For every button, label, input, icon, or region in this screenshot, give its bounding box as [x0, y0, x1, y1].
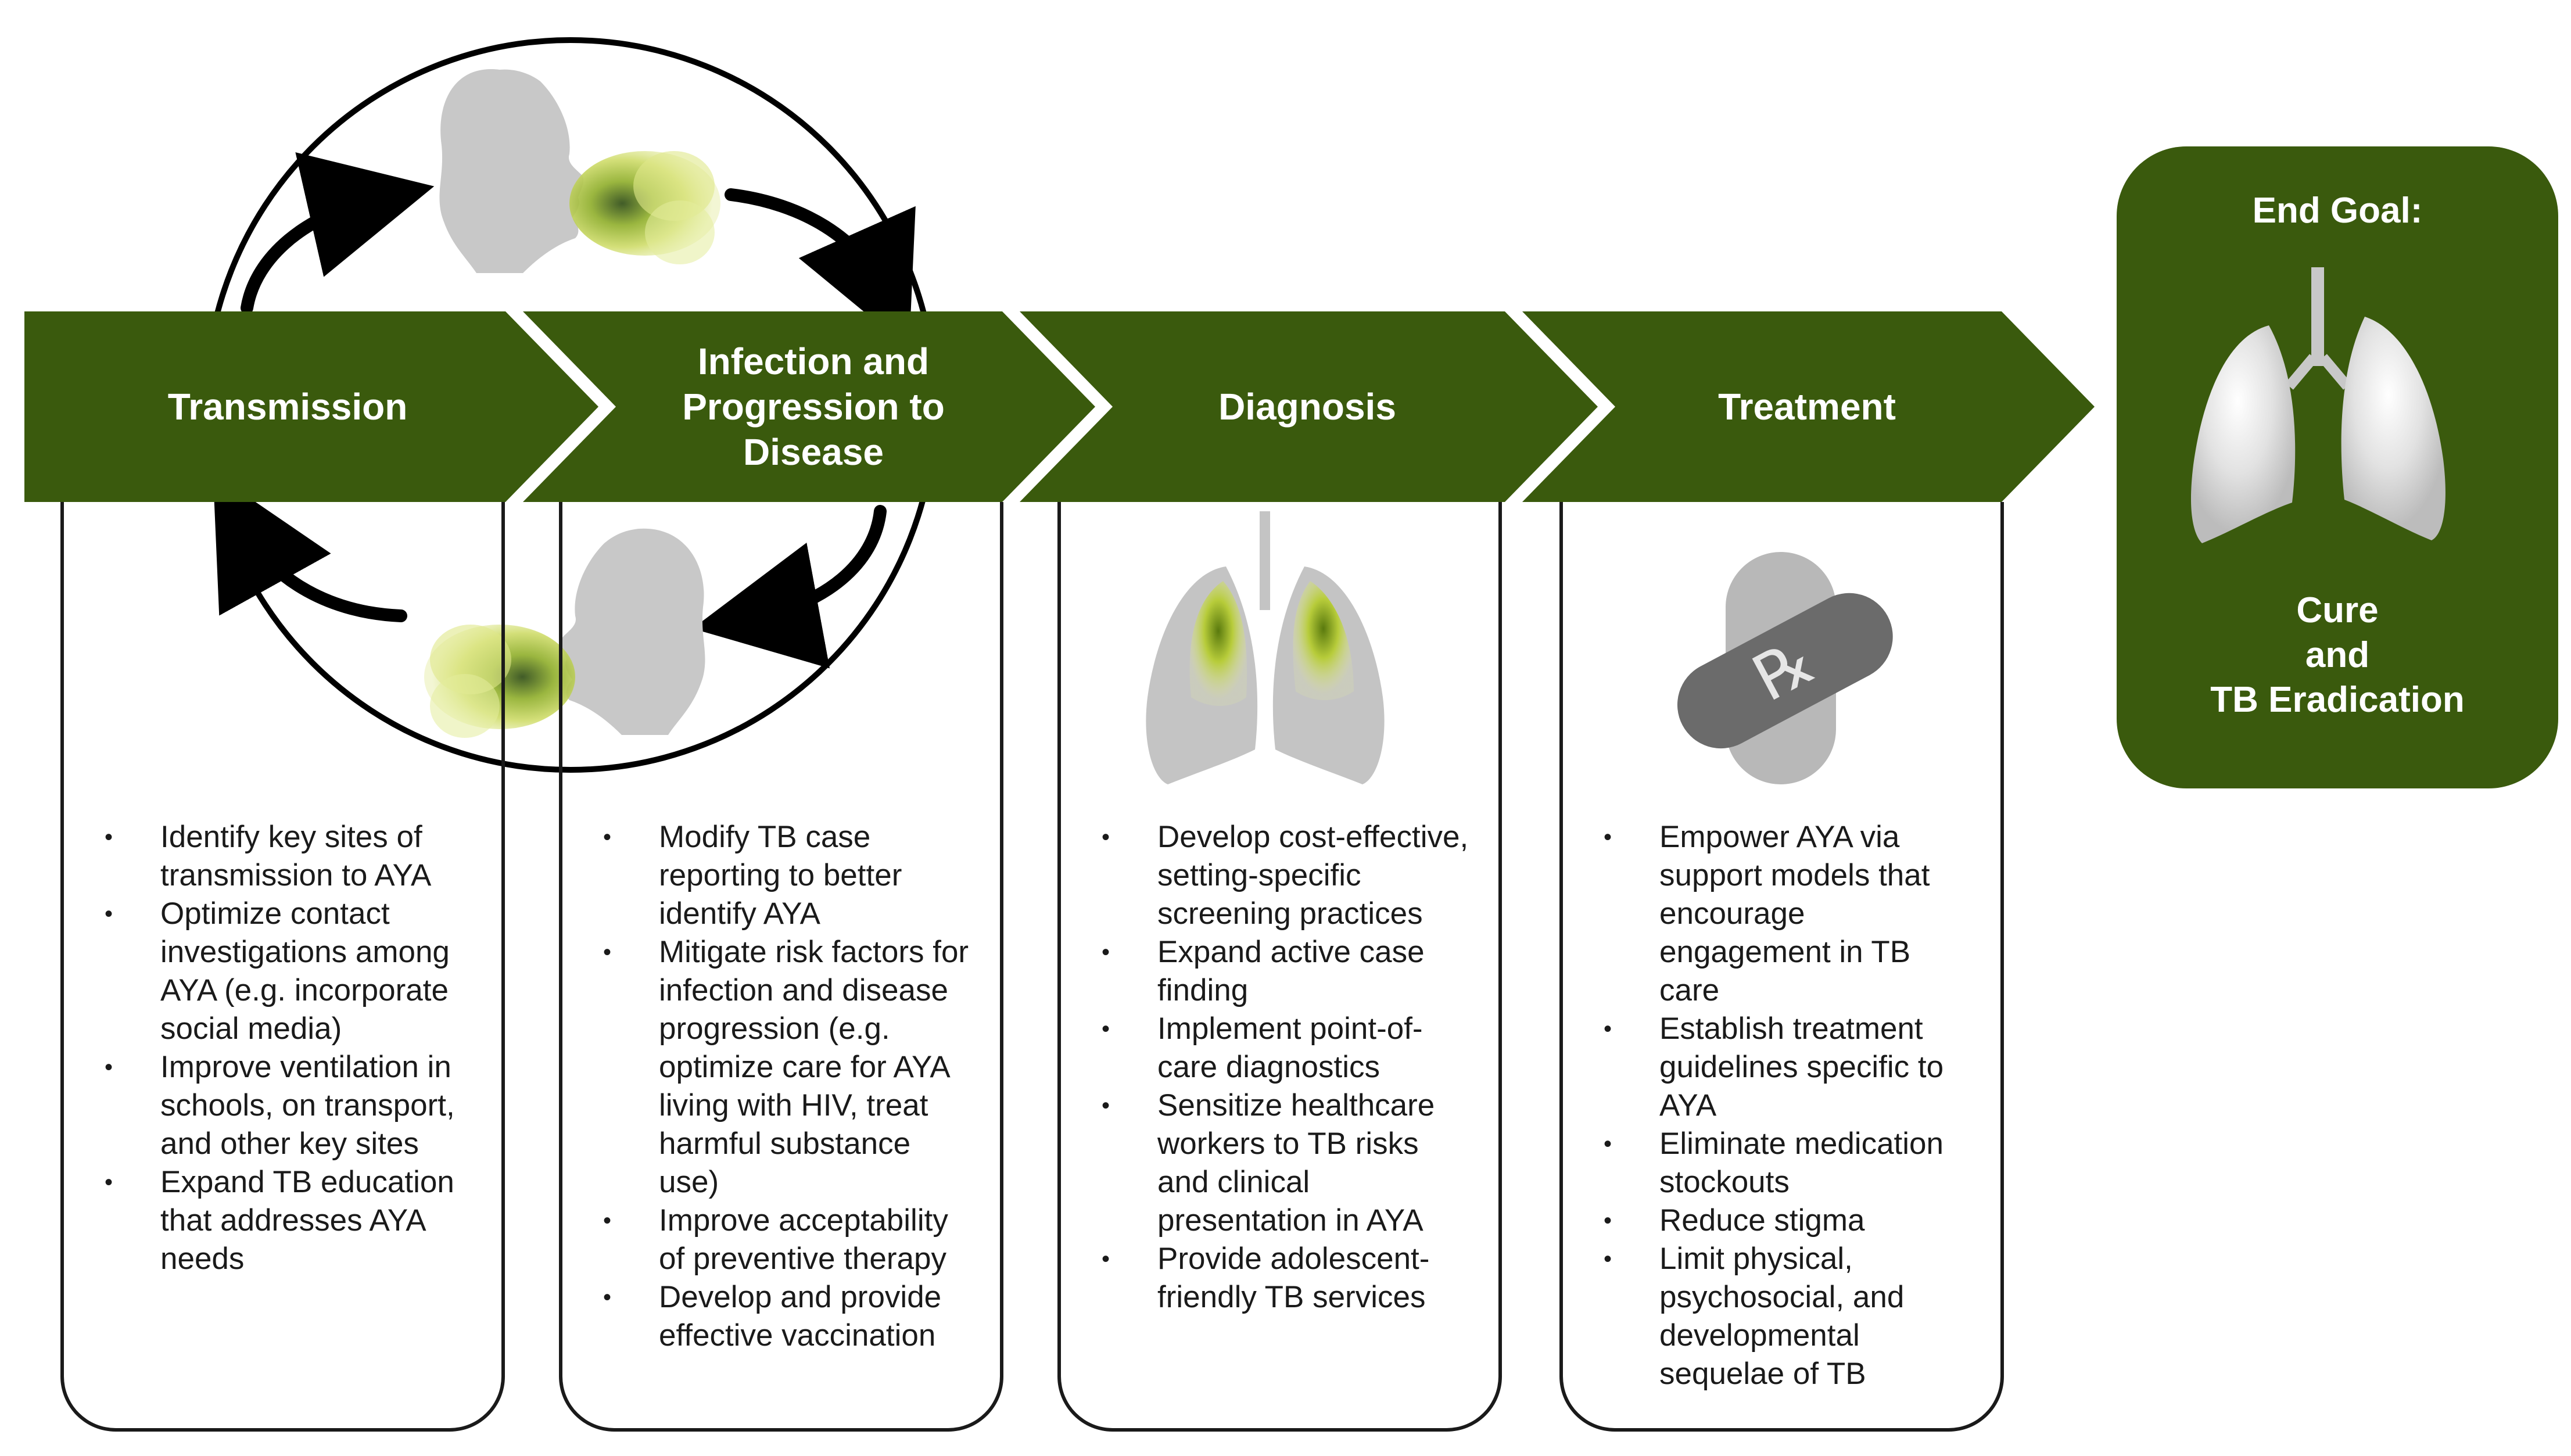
stage-title-transmission: Transmission	[167, 386, 408, 428]
action-list-diagnosis: Develop cost-effective, setting-specific…	[1102, 818, 1471, 1317]
list-item: Eliminate medication stockouts	[1604, 1125, 1967, 1202]
infected-lungs-icon	[1146, 511, 1385, 784]
end-goal-panel: End Goal: Cure and TB Eradication	[2117, 146, 2558, 788]
box-infection	[559, 502, 1003, 1432]
cycle-arrow-icon	[213, 152, 916, 669]
end-goal-line-and: and	[2305, 635, 2370, 675]
chevron-treatment	[1522, 311, 2095, 502]
list-item: Expand TB education that addresses AYA n…	[105, 1163, 486, 1278]
action-list-treatment: Empower AYA via support models that enco…	[1604, 818, 1967, 1393]
list-item: Develop and provide effective vaccinatio…	[603, 1278, 973, 1355]
list-item: Implement point-of-care diagnostics	[1102, 1010, 1471, 1086]
list-item: Expand active case finding	[1102, 933, 1471, 1010]
head-silhouette-icon	[439, 69, 584, 273]
list-item: Reduce stigma	[1604, 1202, 1967, 1240]
end-goal-line-cure: Cure	[2296, 590, 2379, 630]
list-item: Identify key sites of transmission to AY…	[105, 818, 486, 895]
end-goal-heading: End Goal:	[2252, 191, 2423, 231]
list-item: Establish treatment guidelines specific …	[1604, 1010, 1967, 1125]
rx-pill-icon: ℞	[1677, 552, 1893, 784]
list-item: Sensitize healthcare workers to TB risks…	[1102, 1086, 1471, 1240]
list-item: Mitigate risk factors for infection and …	[603, 933, 973, 1202]
list-item: Develop cost-effective, setting-specific…	[1102, 818, 1471, 933]
chevron-diagnosis	[1020, 311, 1598, 502]
stage-title-diagnosis: Diagnosis	[1218, 386, 1396, 428]
list-item: Improve ventilation in schools, on trans…	[105, 1048, 486, 1163]
cough-cloud-icon	[424, 625, 575, 738]
stage-title-infection: Infection and Progression to Disease	[682, 340, 945, 473]
list-item: Modify TB case reporting to better ident…	[603, 818, 973, 933]
chevron-infection	[523, 311, 1095, 502]
head-silhouette-icon	[561, 528, 705, 735]
end-goal-line-eradication: TB Eradication	[2210, 680, 2465, 720]
cough-cloud-icon	[569, 151, 720, 264]
action-list-transmission: Identify key sites of transmission to AY…	[105, 818, 486, 1278]
box-treatment	[1559, 502, 2004, 1432]
list-item: Empower AYA via support models that enco…	[1604, 818, 1967, 1010]
stage-title-treatment: Treatment	[1718, 386, 1896, 428]
chevron-transmission	[24, 311, 598, 502]
box-transmission	[60, 502, 505, 1432]
list-item: Limit physical, psychosocial, and develo…	[1604, 1240, 1967, 1393]
box-diagnosis	[1057, 502, 1502, 1432]
list-item: Provide adolescent-friendly TB services	[1102, 1240, 1471, 1317]
action-list-infection: Modify TB case reporting to better ident…	[603, 818, 973, 1355]
list-item: Improve acceptability of preventive ther…	[603, 1202, 973, 1278]
stage-chevrons	[24, 311, 2095, 502]
list-item: Optimize contact investigations among AY…	[105, 895, 486, 1048]
